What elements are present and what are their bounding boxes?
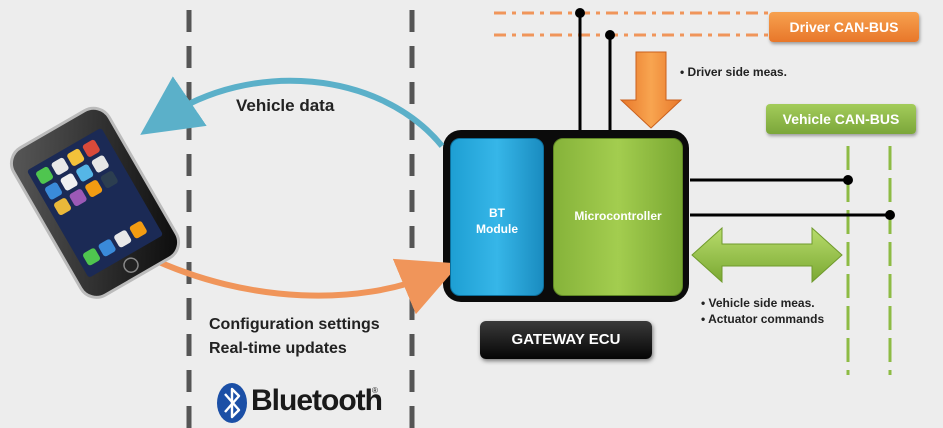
vehicle-side-double-arrow (691, 226, 843, 284)
config-label-line1: Configuration settings (209, 316, 380, 333)
bt-module-label-line2: Module (476, 222, 518, 236)
driver-bus-junction-2 (605, 30, 615, 40)
config-label: Configuration settings Real-time updates (209, 313, 380, 361)
microcontroller-label: Microcontroller (574, 209, 662, 223)
config-arrow (146, 254, 460, 315)
bt-module-label-line1: BT (489, 206, 505, 220)
vehicle-bus-junction-2 (885, 210, 895, 220)
actuator-bullet: • Actuator commands (701, 312, 825, 326)
bluetooth-registered-mark: ® (372, 386, 378, 395)
config-label-line2: Real-time updates (209, 340, 347, 357)
vehicle-side-bullets: • Vehicle side meas. • Actuator commands (701, 295, 824, 327)
gateway-ecu-label: GATEWAY ECU (480, 321, 652, 359)
bluetooth-icon (217, 383, 247, 423)
microcontroller-block: Microcontroller (553, 138, 683, 296)
vehicle-data-label: Vehicle data (236, 96, 335, 115)
vehicle-bus-junction-1 (843, 175, 853, 185)
vehicle-can-bus-badge: Vehicle CAN-BUS (766, 104, 916, 134)
driver-side-arrow (619, 51, 683, 129)
vehicle-side-bullet: • Vehicle side meas. (701, 296, 815, 310)
driver-side-bullet: • Driver side meas. (680, 65, 787, 79)
smartphone-icon (9, 106, 181, 299)
bluetooth-wordmark: Bluetooth (251, 384, 383, 417)
vehicle-data-arrow (140, 76, 445, 148)
driver-bus-junction-1 (575, 8, 585, 18)
bt-module-block: BT Module (450, 138, 544, 296)
bt-module-label: BT Module (451, 205, 543, 237)
driver-can-bus-badge: Driver CAN-BUS (769, 12, 919, 42)
